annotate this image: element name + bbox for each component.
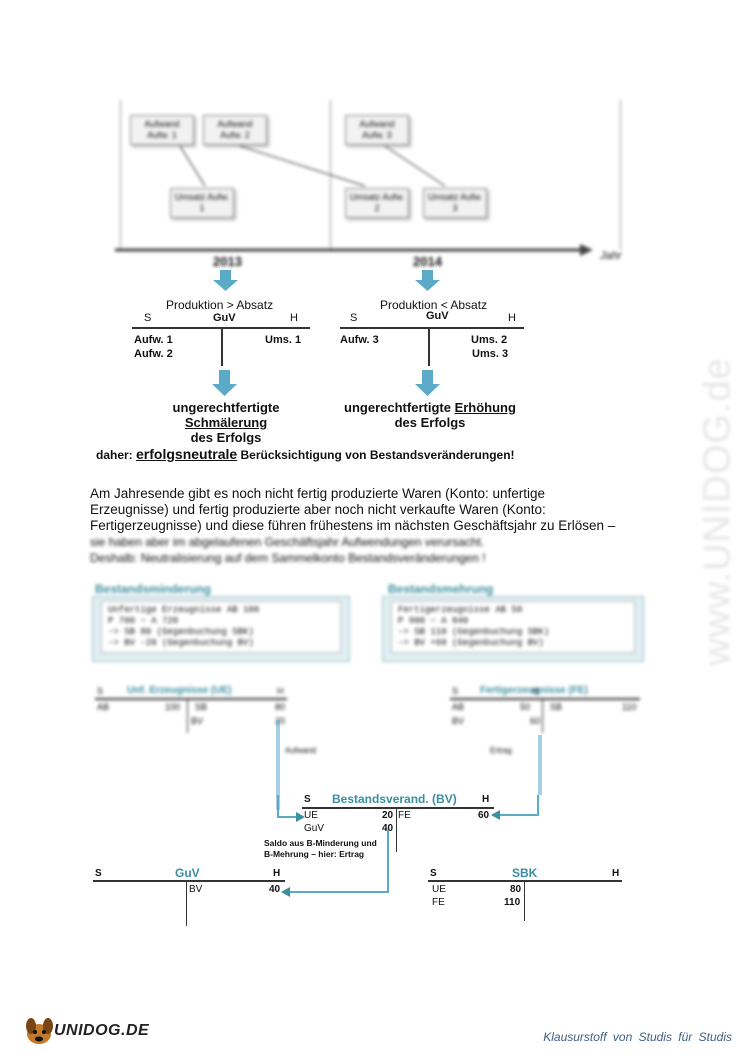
box-aufwand-3: Aufwand Aufw. 3 bbox=[345, 115, 409, 145]
fe-account: S Fertigerzeugnisse (FE) H AB 50 SB 110 … bbox=[450, 685, 650, 755]
bv-left-value-1: 20 bbox=[382, 810, 394, 821]
right-debit-1: Aufw. 3 bbox=[340, 334, 379, 346]
dog-logo-icon bbox=[26, 1018, 53, 1044]
sbk-row-label-1: UE bbox=[432, 884, 446, 895]
sbk-h: H bbox=[612, 868, 620, 879]
guv-title: GuV bbox=[175, 866, 200, 880]
left-case-heading: Produktion > Absatz bbox=[166, 298, 274, 312]
left-h: H bbox=[290, 312, 298, 324]
guv-h: H bbox=[273, 868, 281, 879]
sbk-row-value-2: 110 bbox=[504, 897, 521, 908]
sbk-s: S bbox=[430, 868, 437, 879]
bv-left-label-2: GuV bbox=[304, 823, 325, 834]
bv-left-value-2: 40 bbox=[382, 823, 394, 834]
left-debit-1: Aufw. 1 bbox=[134, 334, 173, 346]
right-credit-1: Ums. 2 bbox=[471, 334, 508, 346]
panels-area: Bestandsminderung Unfertige Erzeugnisse … bbox=[90, 580, 650, 670]
bv-right-label-1: FE bbox=[398, 810, 411, 821]
bv-s: S bbox=[304, 794, 311, 805]
guv-s: S bbox=[95, 868, 102, 879]
right-s: S bbox=[350, 312, 358, 324]
guv-account: S GuV H BV 40 bbox=[93, 866, 293, 926]
right-h: H bbox=[508, 312, 516, 324]
bv-saldo-note: Saldo aus B-Minderung und B-Mehrung – hi… bbox=[264, 838, 377, 859]
panel-right-title: Bestandsmehrung bbox=[388, 582, 494, 596]
panel-left: Unfertige Erzeugnisse AB 100 P 700 − A 7… bbox=[92, 596, 350, 662]
year-2014-label: 2014 bbox=[413, 254, 442, 269]
sbk-title: SBK bbox=[512, 866, 538, 880]
box-umsatz-3: Umsatz Aufw. 3 bbox=[423, 188, 487, 218]
footer-tagline: Klausurstoff von Studis für Studis bbox=[543, 1030, 732, 1044]
guv-right-value: 40 bbox=[269, 884, 281, 895]
box-aufwand-2: Aufwand Aufw. 2 bbox=[203, 115, 267, 145]
therefore-line: daher: erfolgsneutrale Berücksichtigung … bbox=[96, 446, 515, 462]
left-case: Produktion > Absatz S GuV H Aufw. 1 Aufw… bbox=[130, 298, 320, 445]
sbk-account: S SBK H UE 80 FE 110 bbox=[428, 866, 628, 926]
bv-h: H bbox=[482, 794, 490, 805]
footer-logo: UNIDOG.DE bbox=[22, 1014, 172, 1048]
box-aufwand-1: Aufwand Aufw. 1 bbox=[130, 115, 194, 145]
right-guv: GuV bbox=[426, 310, 449, 322]
box-umsatz-2: Umsatz Aufw. 2 bbox=[345, 188, 409, 218]
bv-title: Bestandsverand. (BV) bbox=[332, 792, 457, 806]
logo-text: UNIDOG.DE bbox=[54, 1022, 150, 1039]
sbk-row-label-2: FE bbox=[432, 897, 445, 908]
year-2013-label: 2013 bbox=[213, 254, 242, 269]
panel-right: Fertigerzeugnisse AB 50 P 900 − A 840 ->… bbox=[382, 596, 644, 662]
bv-left-label-1: UE bbox=[304, 810, 318, 821]
left-s: S bbox=[144, 312, 152, 324]
left-guv: GuV bbox=[213, 312, 236, 324]
timeline-axis-label: Jahr bbox=[600, 250, 622, 262]
explanation-paragraph: Am Jahresende gibt es noch nicht fertig … bbox=[90, 486, 616, 565]
bv-right-value-1: 60 bbox=[478, 810, 490, 821]
panel-left-title: Bestandsminderung bbox=[95, 582, 212, 596]
left-credit-1: Ums. 1 bbox=[265, 334, 302, 346]
left-debit-2: Aufw. 2 bbox=[134, 348, 173, 360]
right-credit-2: Ums. 3 bbox=[472, 348, 509, 360]
guv-right-label: BV bbox=[189, 884, 203, 895]
box-umsatz-1: Umsatz Aufw. 1 bbox=[170, 188, 234, 218]
ue-account: S Unf. Erzeugnisse (UE) H AB 100 SB 80 B… bbox=[95, 685, 317, 755]
right-case-heading: Produktion < Absatz bbox=[380, 298, 488, 312]
timeline-arrows bbox=[115, 145, 593, 256]
timeline-diagram: Aufwand Aufw. 1 Aufwand Aufw. 2 Umsatz A… bbox=[105, 100, 635, 270]
right-case: Produktion < Absatz S GuV H Aufw. 3 Ums.… bbox=[338, 298, 528, 438]
bv-account: S Bestandsverand. (BV) H UE 20 GuV 40 FE… bbox=[300, 792, 500, 862]
sbk-row-value-1: 80 bbox=[510, 884, 522, 895]
